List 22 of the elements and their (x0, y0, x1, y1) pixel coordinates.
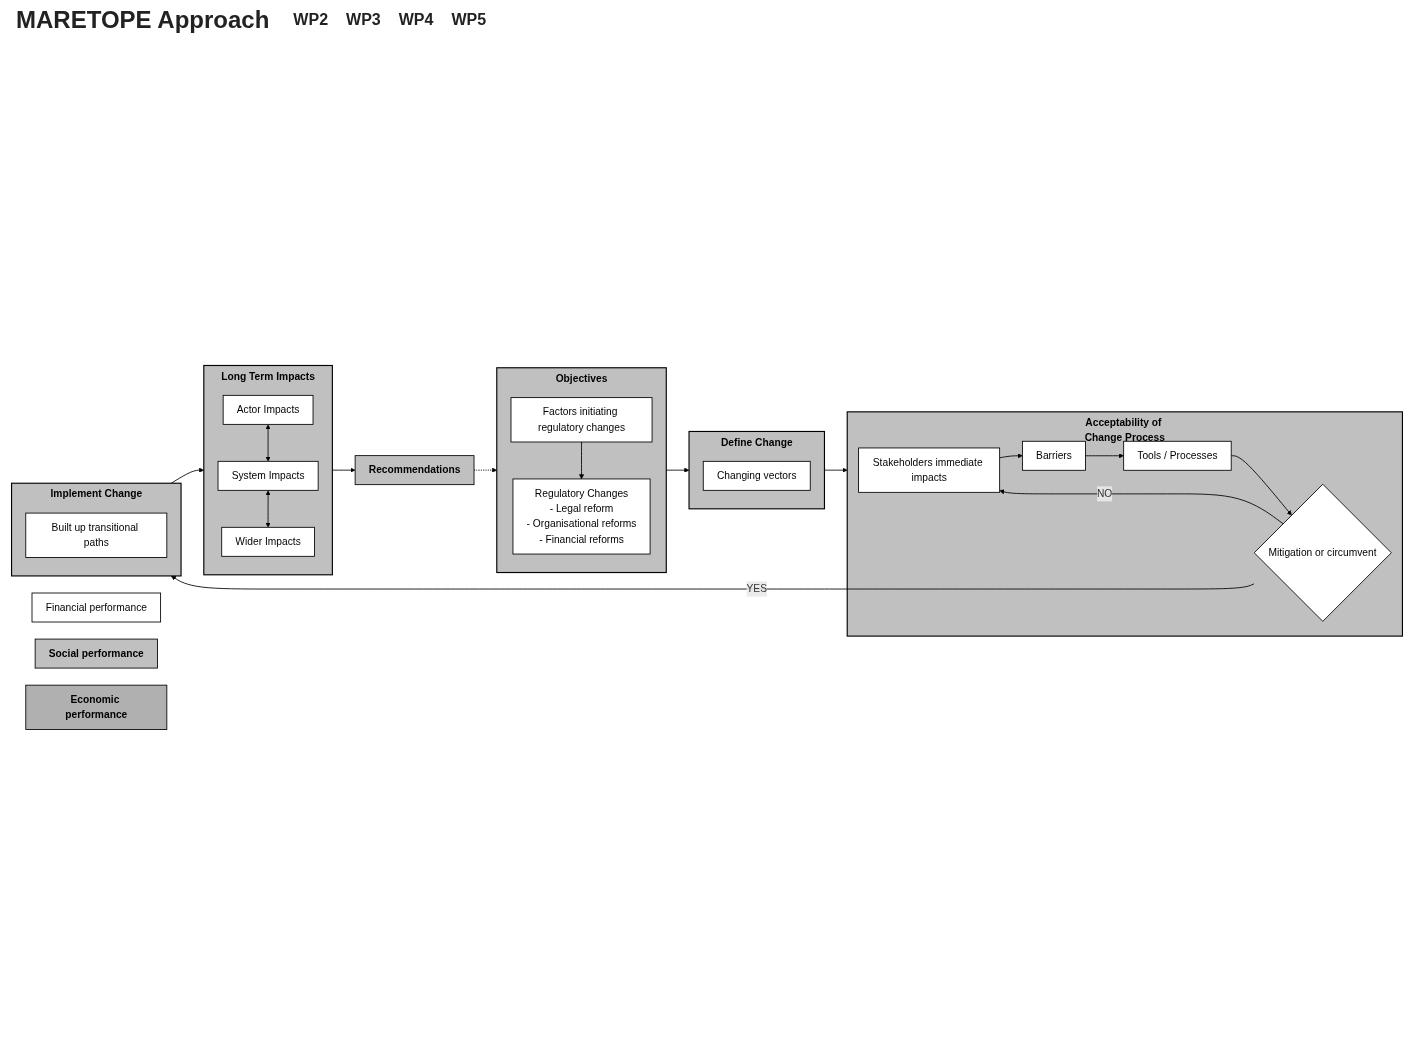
node-box: Financial performance (31, 592, 161, 623)
work-package-label: WP4 (398, 11, 434, 29)
node-box: Actor Impacts (222, 394, 313, 425)
node-box: Tools / Processes (1122, 440, 1232, 471)
work-package-label: WP3 (346, 11, 381, 29)
node-box: Economic performance (24, 684, 167, 730)
edge-label: YES (746, 583, 767, 595)
node-box: Social performance (34, 638, 158, 669)
work-package-label: WP2 (293, 11, 329, 29)
edge-label: NO (1096, 487, 1112, 500)
diagram-title: MARETOPE Approach (16, 6, 270, 34)
node-box: Stakeholders immediate impacts (857, 447, 1000, 493)
node-box: Barriers (1021, 440, 1086, 471)
node-diamond: Mitigation or circumvent (1253, 483, 1392, 622)
node-box: Wider Impacts (220, 526, 315, 557)
node-box: Changing vectors (702, 460, 811, 491)
node-box: Factors initiating regulatory changes (510, 397, 652, 443)
work-package-label: WP5 (451, 11, 487, 29)
node-box: Regulatory Changes - Legal reform - Organisational reforms - Financial reforms (512, 478, 650, 555)
node-box: Built up transitional paths (24, 512, 167, 558)
node-box: Recommendations (354, 455, 474, 486)
node-box: System Impacts (217, 460, 319, 491)
